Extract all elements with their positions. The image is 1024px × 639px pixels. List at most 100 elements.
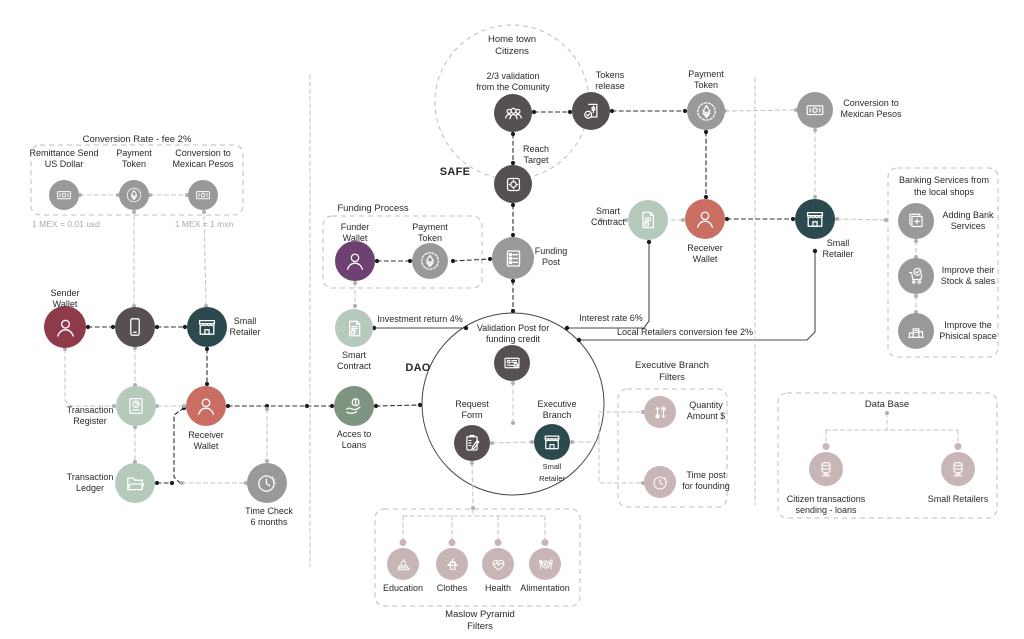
banking-services-box xyxy=(887,167,999,358)
payment-token-funding-label-line: Token xyxy=(417,233,443,243)
interest-rate-line: Interest rate 6% xyxy=(579,313,643,323)
store-icon xyxy=(198,319,216,335)
edge xyxy=(491,441,533,444)
quantity-filter-label-line: Quantity xyxy=(689,400,723,410)
edge-dot xyxy=(510,131,516,137)
edge-dot xyxy=(914,294,918,298)
access-to-loans-node xyxy=(334,386,374,426)
token-icon xyxy=(696,101,716,121)
request-form-node xyxy=(454,425,490,461)
funding-process-title-line: Funding Process xyxy=(337,203,409,214)
dao-label: DAO xyxy=(405,362,430,375)
alimentation-node xyxy=(529,548,561,580)
person-icon xyxy=(56,319,74,337)
education-label-line: Education xyxy=(382,583,424,593)
time-check-node xyxy=(247,463,287,503)
improve-space-node xyxy=(898,313,934,349)
payment-token-funding-label-line: Payment xyxy=(412,222,448,232)
edge-dot xyxy=(531,109,537,115)
edge-dot xyxy=(511,421,515,425)
safe-label-line: Target xyxy=(523,155,549,165)
edge-dot xyxy=(576,337,582,343)
validation-post-node xyxy=(494,345,530,381)
education-node xyxy=(387,548,419,580)
person-icon xyxy=(197,398,215,415)
receiver-wallet-top-node xyxy=(685,199,725,239)
edge-dot xyxy=(353,304,357,308)
receiver-wallet-left-label-line: Wallet xyxy=(193,441,219,451)
validation-post-label-line: funding credit xyxy=(485,334,541,344)
transaction-ledger-label-line: Ledger xyxy=(75,483,105,493)
home-town-citizens-line: Home town xyxy=(487,34,537,45)
edge-dot xyxy=(510,232,516,238)
local-retailers-fee-line: Local Retailers conversion fee 2% xyxy=(616,327,754,337)
community-validation-node xyxy=(494,94,532,132)
building-icon xyxy=(907,328,925,338)
conversion-rate-title-line: Conversion Rate - fee 2% xyxy=(82,134,192,145)
executive-branch-label-line: Executive xyxy=(537,399,577,409)
edge-dot xyxy=(835,217,839,221)
improve-stock-node xyxy=(898,258,934,294)
db-citizen-transactions-knob xyxy=(822,443,830,450)
executive-filters-title-line: Executive Branch xyxy=(635,360,709,371)
conversion-pesos-box-label-line: Conversion to xyxy=(175,148,231,158)
payment-token-top-label-line: Payment xyxy=(688,69,724,79)
edge-dot xyxy=(264,403,270,409)
smart-contract-left-label-line: Contract xyxy=(336,361,372,371)
funder-wallet-node xyxy=(335,241,375,281)
edge xyxy=(471,462,474,509)
cash-icon xyxy=(57,191,71,200)
edge-dot xyxy=(265,407,269,411)
executive-branch-node xyxy=(534,424,570,460)
time-check-label-line: Time Check xyxy=(245,506,293,516)
store-icon xyxy=(806,211,824,227)
improve-stock-label-line: Improve their xyxy=(941,265,995,275)
time-post-filter-label-line: for founding xyxy=(682,481,730,491)
edge-dot xyxy=(812,248,818,254)
register-icon xyxy=(129,397,143,415)
validation-post-label-line: Validation Post for xyxy=(476,323,550,333)
conversion-rate-box xyxy=(30,144,244,216)
funding-post-node xyxy=(492,237,534,279)
transaction-register-node xyxy=(116,386,156,426)
maslow-title-line: Filters xyxy=(467,620,493,632)
time-post-filter-node xyxy=(644,466,676,498)
edge-dot xyxy=(510,202,516,208)
smart-contract-right-label-line: Smart xyxy=(595,206,621,216)
funding-post-label-line: Funding xyxy=(534,246,568,256)
edge-dot xyxy=(463,325,469,331)
edge xyxy=(724,109,797,112)
small-retailer-right-node xyxy=(795,199,835,239)
safe-icon xyxy=(506,177,520,191)
phone-icon xyxy=(130,318,140,336)
edge-dot xyxy=(884,218,888,222)
transaction-register-label-line: Transaction xyxy=(66,405,114,415)
safe-node xyxy=(494,165,532,203)
conversion-rate-title: Conversion Rate - fee 2% xyxy=(83,134,192,146)
executive-branch-label-line: Branch xyxy=(542,410,572,420)
safe-label: SAFE xyxy=(440,166,471,179)
db-citizen-transactions-node xyxy=(809,452,843,486)
improve-space-label-line: Improve the xyxy=(944,320,992,330)
quantity-icon xyxy=(654,405,666,419)
edge-dot xyxy=(63,347,67,351)
clock-icon xyxy=(652,475,668,490)
maslow-box xyxy=(374,508,581,607)
safe-label-line: Reach xyxy=(522,144,550,154)
edge-dot xyxy=(133,346,137,350)
small-retailer-left-label-line: Retailer xyxy=(229,327,261,337)
education-icon xyxy=(397,558,409,570)
quantity-filter-label-line: Amount $ xyxy=(686,411,726,421)
